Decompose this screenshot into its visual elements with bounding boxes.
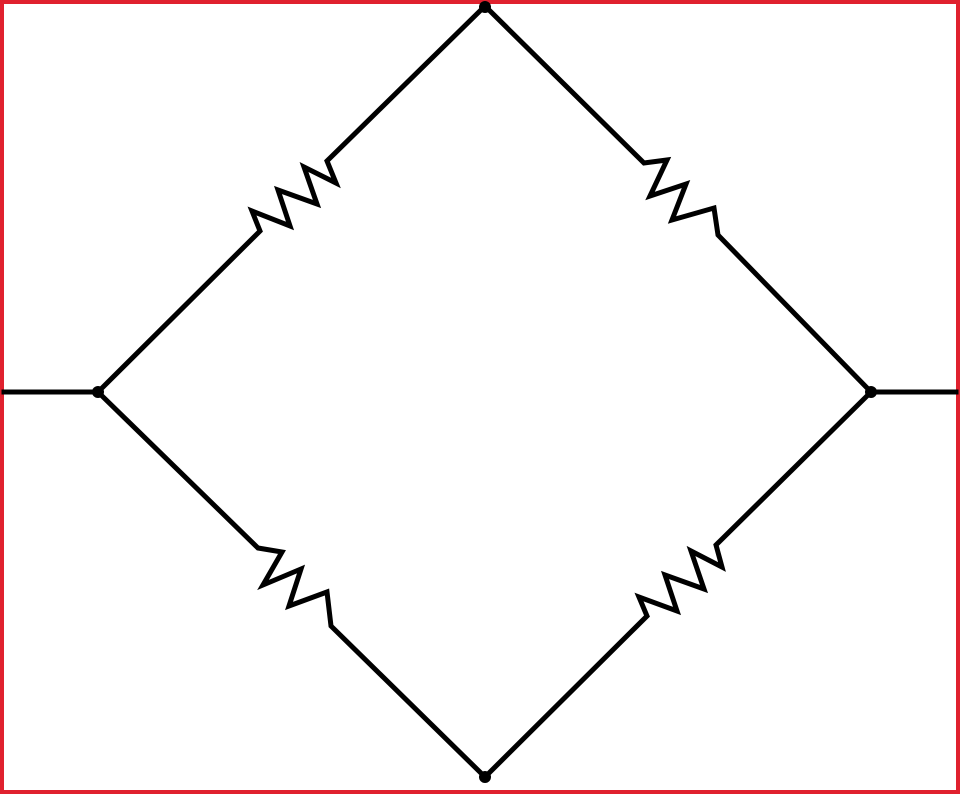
resistor-r2 [481,2,875,396]
node-right [865,386,877,398]
resistor-r1 [94,2,489,396]
node-top [479,1,491,13]
resistor-r3 [94,388,489,781]
resistor-r4 [481,388,875,781]
node-bottom [479,771,491,783]
node-left [92,386,104,398]
